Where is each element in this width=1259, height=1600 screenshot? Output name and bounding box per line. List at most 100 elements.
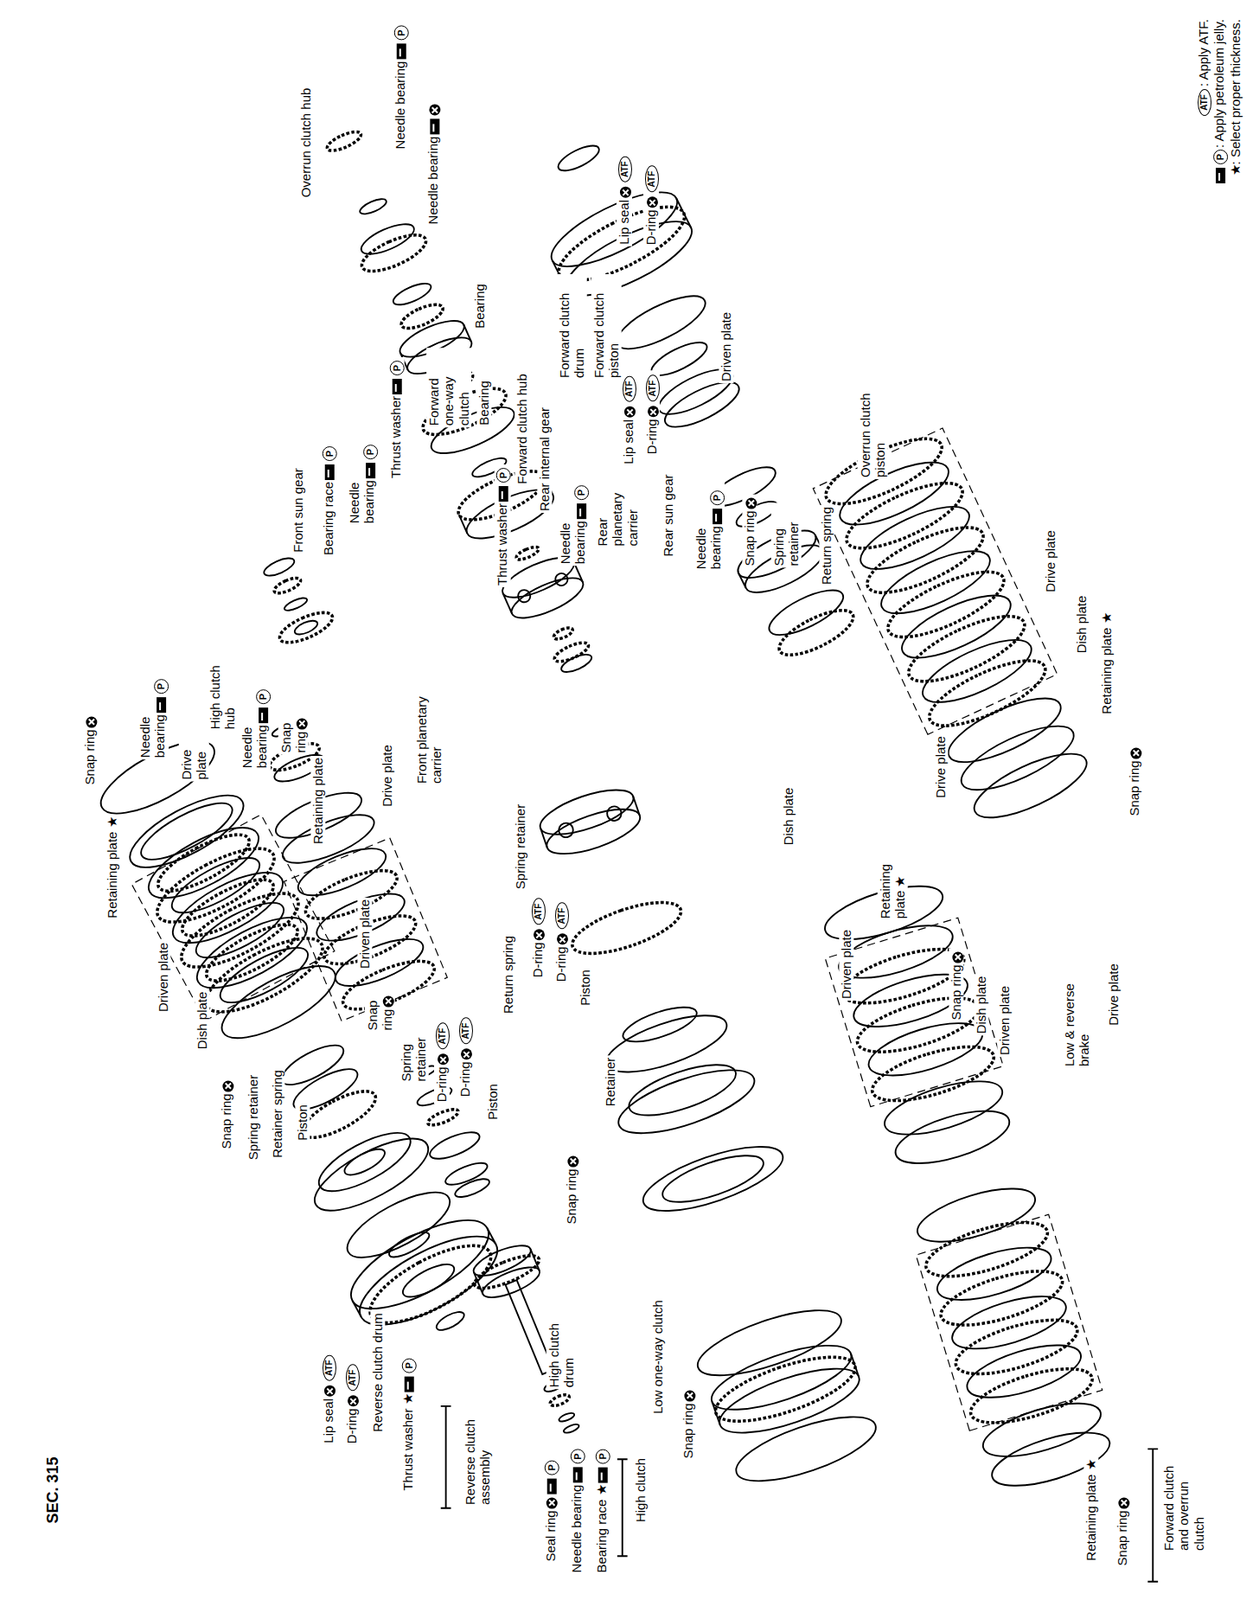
forward-clutch-drum-stack	[512, 120, 885, 678]
label-group: Needle bearing P	[346, 434, 378, 525]
part-outline	[473, 1271, 483, 1294]
part-label: Needle bearing	[346, 479, 377, 524]
jelly-mark: P	[495, 467, 511, 483]
jelly-mark: P	[569, 1449, 585, 1464]
part-label: Needle bearing	[557, 520, 588, 564]
replace-part-icon	[1130, 747, 1142, 759]
label-group: Front sun gear	[290, 466, 306, 555]
part-outline	[921, 647, 1055, 739]
label-group: Bearing raceP	[320, 442, 338, 557]
legend-row: P: Apply petroleum jelly.	[1211, 19, 1228, 186]
part-outline	[147, 834, 285, 936]
jelly-mark: P	[363, 444, 378, 460]
jelly-icon	[597, 1467, 608, 1483]
part-outline	[709, 1343, 863, 1434]
part-label: Thrust washer	[388, 396, 403, 479]
part-outline	[557, 1411, 576, 1424]
part-outline	[657, 1145, 768, 1212]
label-group: D-ringATF	[434, 1018, 450, 1105]
part-label: D-ring	[643, 209, 659, 245]
label-group: Piston	[295, 1102, 311, 1143]
low-reverse-brake-stack	[811, 872, 1123, 1499]
part-outline	[824, 917, 1004, 1106]
part-label: Forward clutch hub	[514, 373, 530, 485]
label-group: Thrust washerP	[388, 357, 405, 480]
jelly-mark: P	[321, 446, 337, 461]
label-group: Drive plate	[1106, 962, 1122, 1029]
part-outline	[275, 606, 337, 648]
label-group: Front planetary carrier	[413, 683, 444, 785]
label-group: Needle bearingP	[568, 1445, 585, 1575]
part-outline	[398, 300, 447, 333]
part-outline	[600, 1003, 734, 1084]
jelly-icon	[258, 707, 269, 723]
label-group: Forward clutch hub	[514, 371, 530, 486]
part-label: Forward clutch drum	[556, 292, 586, 378]
part-outline	[946, 1285, 1073, 1360]
part-label: High clutch	[632, 1457, 648, 1522]
jelly-mark: P	[543, 1460, 559, 1476]
legend-text: : Apply petroleum jelly.	[1211, 19, 1227, 148]
replace-part-icon	[460, 1048, 473, 1061]
part-outline	[426, 1105, 461, 1128]
atf-mark: ATF	[622, 375, 637, 403]
replace-part-icon	[623, 406, 635, 418]
part-outline	[950, 1308, 1084, 1385]
label-group: Retaining plate ★	[1084, 1457, 1100, 1563]
forward-clutch-plates	[810, 422, 1104, 835]
label-group: Bearing race ★P	[594, 1445, 611, 1575]
replace-part-icon	[619, 186, 632, 199]
part-outline	[812, 428, 1057, 735]
replace-part-icon	[85, 716, 97, 729]
replace-part-icon	[646, 405, 659, 417]
part-outline	[340, 1143, 389, 1180]
label-group: Dish plate	[973, 974, 989, 1036]
part-label: D-ring	[434, 1067, 449, 1103]
part-outline	[556, 820, 576, 839]
part-outline	[676, 198, 691, 228]
part-outline	[552, 639, 592, 665]
atf-mark: ATF	[645, 166, 659, 193]
part-label: Rear internal gear	[536, 407, 552, 512]
high-clutch-stack	[229, 704, 626, 1453]
part-outline	[965, 1357, 1099, 1434]
label-group: Snap ring	[364, 988, 396, 1033]
label-group: Retaining plate	[311, 755, 326, 846]
part-label: Needle bearing	[391, 61, 407, 150]
legend-row: ATF: Apply ATF.	[1195, 19, 1212, 186]
jelly-mark: P	[401, 1357, 416, 1373]
part-outline	[357, 196, 389, 218]
part-outline	[311, 1121, 419, 1202]
part-label: High clutch hub	[207, 664, 237, 729]
label-group: Drive plate	[1043, 528, 1059, 595]
label-group: Snap ring	[742, 493, 758, 568]
part-outline	[542, 178, 687, 281]
part-outline	[352, 1300, 362, 1317]
part-label: Snap ring	[82, 729, 97, 786]
label-group: Snap ring	[681, 1386, 697, 1460]
part-label: Overrun clutch piston	[857, 392, 888, 478]
legend-row: ★: Select proper thickness.	[1227, 19, 1243, 186]
label-group: Drive plate	[933, 734, 948, 800]
label-group: Snap ring	[218, 1077, 234, 1151]
replace-part-icon	[683, 1389, 696, 1401]
section-title: SEC. 315	[44, 1454, 63, 1525]
part-outline	[276, 805, 380, 873]
part-label: Retainer spring	[269, 1070, 285, 1159]
label-group: Snap ring	[82, 713, 97, 787]
part-outline	[262, 554, 297, 579]
part-outline	[852, 494, 978, 582]
label-group: Dish plate	[1073, 594, 1089, 656]
group-brackets	[440, 1405, 1158, 1582]
label-group: Snap ring	[1114, 1493, 1130, 1567]
part-label: Rear sun gear	[660, 473, 676, 557]
part-label: Overrun clutch hub	[298, 88, 314, 199]
part-outline	[390, 279, 435, 309]
planetary-stack	[298, 116, 622, 689]
part-outline	[831, 449, 957, 537]
part-label: Low & reverse brake	[1061, 983, 1092, 1067]
label-group: Spring retainer	[512, 802, 528, 891]
part-label: Snap ring	[742, 510, 758, 566]
label-group: D-ring ATF	[643, 161, 659, 248]
label-group: Piston	[578, 967, 594, 1008]
